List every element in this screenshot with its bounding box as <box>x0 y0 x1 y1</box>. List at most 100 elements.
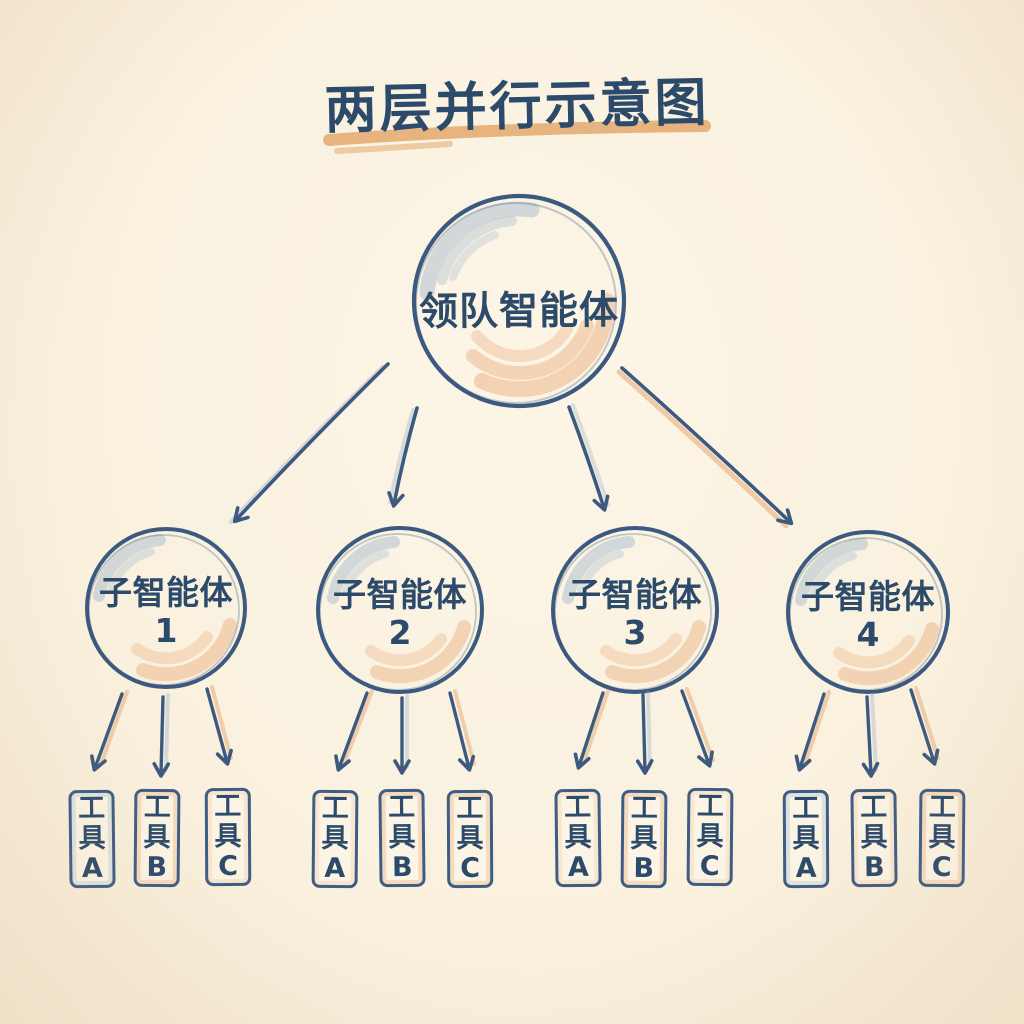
sub-circle-2-overdraw <box>319 533 477 691</box>
sub-agent-3-label: 子智能体 3 <box>550 576 720 652</box>
sub-circle-1-overdraw <box>88 534 240 686</box>
tool-label: 工具C <box>928 791 956 884</box>
sub-circle-1 <box>85 527 247 689</box>
arrow-shadow <box>685 687 715 762</box>
sub-agent-node-1 <box>85 527 247 689</box>
sub-agent-4-label: 子智能体 4 <box>783 578 953 654</box>
sub-shade-blue <box>93 534 166 602</box>
arrow-sub4-to-tool-a <box>794 692 826 772</box>
sub-agent-1-number: 1 <box>154 611 178 650</box>
tool-box-1-a: 工具A <box>68 789 116 889</box>
arrow-sub4-to-tool-b <box>861 695 880 778</box>
arrow-shadow <box>342 689 374 766</box>
arrow-shadow <box>388 408 415 504</box>
arrow-leader-to-sub-2 <box>387 406 419 508</box>
sub-agent-1-label: 子智能体 1 <box>81 574 251 650</box>
tool-box-4-b: 工具B <box>850 788 898 888</box>
arrow-sub3-to-tool-c <box>680 689 714 768</box>
sub-shade-orange <box>833 635 915 669</box>
tool-box-2-c: 工具C <box>446 789 494 889</box>
tool-label: 工具B <box>143 791 171 884</box>
leader-shade-blue <box>449 231 499 281</box>
sub-agent-node-4 <box>786 530 950 694</box>
tool-box-3-c: 工具C <box>686 787 734 887</box>
tool-label: 工具A <box>77 792 106 885</box>
tool-box-1-c: 工具C <box>204 787 252 887</box>
sub-shade-orange <box>131 631 213 665</box>
sub-shade-blue <box>327 536 400 604</box>
arrow-sub1-to-tool-b <box>152 695 171 778</box>
tool-label: 工具B <box>859 791 888 884</box>
sub-circle-4-overdraw <box>789 537 943 691</box>
sub-agent-4-number: 4 <box>856 615 880 654</box>
sub-shade-orange <box>370 620 471 684</box>
tool-box-4-a: 工具A <box>782 789 830 889</box>
sub-agent-1-name: 子智能体 <box>99 573 233 612</box>
sub-circle-3 <box>551 526 719 694</box>
arrow-leader-to-sub-4 <box>620 366 794 526</box>
sub-shade-orange <box>365 633 447 667</box>
tool-box-3-b: 工具B <box>620 789 668 889</box>
arrow-shadow <box>582 689 610 764</box>
sub-agent-3-name: 子智能体 <box>568 575 702 614</box>
sub-shade-blue <box>562 536 635 604</box>
sub-shade-orange <box>600 633 682 667</box>
arrow-shadow <box>803 690 831 766</box>
arrow-shadow <box>616 369 789 529</box>
arrow-leader-to-sub-3 <box>567 405 610 512</box>
tool-label: 工具A <box>321 792 349 885</box>
arrow-shadow <box>914 686 940 760</box>
arrow-shadow <box>99 690 129 766</box>
tool-box-4-c: 工具C <box>918 788 966 888</box>
arrow-shadow <box>646 691 652 769</box>
arrow-sub2-to-tool-c <box>448 691 476 772</box>
sub-agent-3-number: 3 <box>623 613 647 652</box>
sub-agent-2-name: 子智能体 <box>333 575 467 614</box>
sub-circle-3-overdraw <box>554 533 712 691</box>
arrow-shadow <box>164 693 170 772</box>
arrow-sub1-to-tool-a <box>90 692 124 772</box>
title-underline-stroke <box>323 120 711 146</box>
arrow-shadow <box>453 689 476 766</box>
leader-circle <box>411 193 627 409</box>
sub-shade-orange <box>605 620 706 684</box>
arrow-sub4-to-tool-c <box>909 688 940 766</box>
sub-shade-orange <box>838 622 939 686</box>
tool-label: 工具A <box>563 791 592 884</box>
tool-box-1-b: 工具B <box>133 788 181 888</box>
tool-label: 工具C <box>456 792 484 885</box>
diagram-title: 两层并行示意图 <box>324 72 711 142</box>
tool-label: 工具C <box>214 790 242 883</box>
leader-shade-orange <box>471 323 573 363</box>
tool-box-2-b: 工具B <box>378 788 426 888</box>
tool-label: 工具B <box>630 792 658 885</box>
arrow-sub3-to-tool-a <box>573 691 605 770</box>
sub-agent-2-number: 2 <box>388 613 412 652</box>
arrow-sub3-to-tool-b <box>635 693 654 775</box>
tool-label: 工具A <box>792 792 820 885</box>
sub-shade-blue <box>342 550 389 594</box>
leader-circle-overdraw <box>415 202 617 404</box>
sub-agent-2-label: 子智能体 2 <box>315 576 485 652</box>
sub-shade-blue <box>810 552 857 596</box>
arrow-shadow <box>571 403 610 507</box>
leader-shade-blue <box>437 216 517 285</box>
sub-agent-node-2 <box>316 526 484 694</box>
title-underline-tail <box>334 141 453 154</box>
sub-shade-blue <box>108 548 155 592</box>
arrow-shadow <box>870 693 878 772</box>
leader-shade-orange <box>466 319 594 380</box>
arrow-sub2-to-tool-a <box>334 691 369 772</box>
leader-agent-node <box>411 193 627 409</box>
leader-shade-blue <box>419 201 540 301</box>
arrow-leader-to-sub-1 <box>232 362 390 524</box>
arrow-sub1-to-tool-c <box>205 687 233 766</box>
sub-circle-4 <box>786 530 950 694</box>
tool-label: 工具B <box>387 791 416 884</box>
sub-shade-orange <box>136 618 237 682</box>
tool-box-3-a: 工具A <box>554 788 602 888</box>
sub-shade-blue <box>795 538 868 606</box>
leader-agent-label: 领队智能体 <box>418 288 620 335</box>
